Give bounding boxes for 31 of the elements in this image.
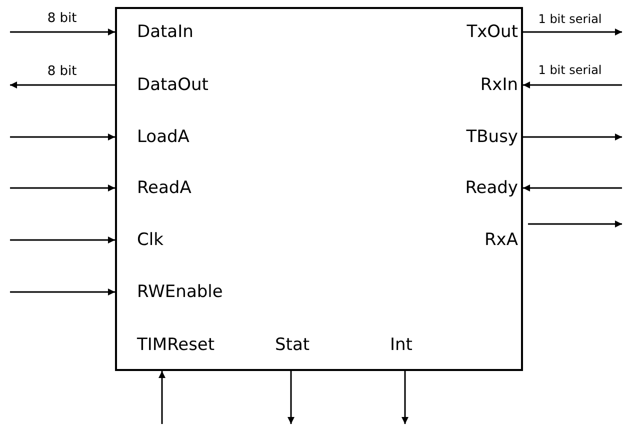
pin-label: TBusy — [466, 127, 518, 147]
pin-label: RWEnable — [137, 282, 223, 302]
pin-label: RxIn — [480, 75, 518, 95]
pin-label: DataIn — [137, 22, 194, 42]
arrow — [10, 82, 115, 88]
arrow — [523, 28, 622, 36]
pin-label: RxA — [484, 230, 518, 250]
pin-label: Int — [390, 335, 412, 355]
pin-label: LoadA — [137, 127, 190, 147]
arrow — [158, 371, 166, 424]
pin-label: Stat — [275, 335, 310, 355]
pin-label: Ready — [465, 178, 518, 198]
edge-label: 1 bit serial — [538, 63, 602, 77]
arrow — [10, 28, 115, 36]
arrow — [10, 236, 115, 244]
block-box — [115, 7, 523, 371]
arrow — [288, 371, 294, 424]
pin-label: TxOut — [466, 22, 518, 42]
arrow — [523, 82, 622, 88]
pin-label: Clk — [137, 230, 164, 250]
edge-label: 1 bit serial — [538, 12, 602, 26]
arrow — [523, 134, 622, 140]
pin-label: ReadA — [137, 178, 192, 198]
arrow — [402, 371, 408, 424]
pin-label: TIMReset — [137, 335, 215, 355]
arrow — [523, 184, 622, 192]
arrow — [528, 220, 622, 228]
pin-label: DataOut — [137, 75, 208, 95]
arrow — [10, 184, 115, 192]
arrow — [10, 134, 115, 140]
arrow — [10, 288, 115, 296]
